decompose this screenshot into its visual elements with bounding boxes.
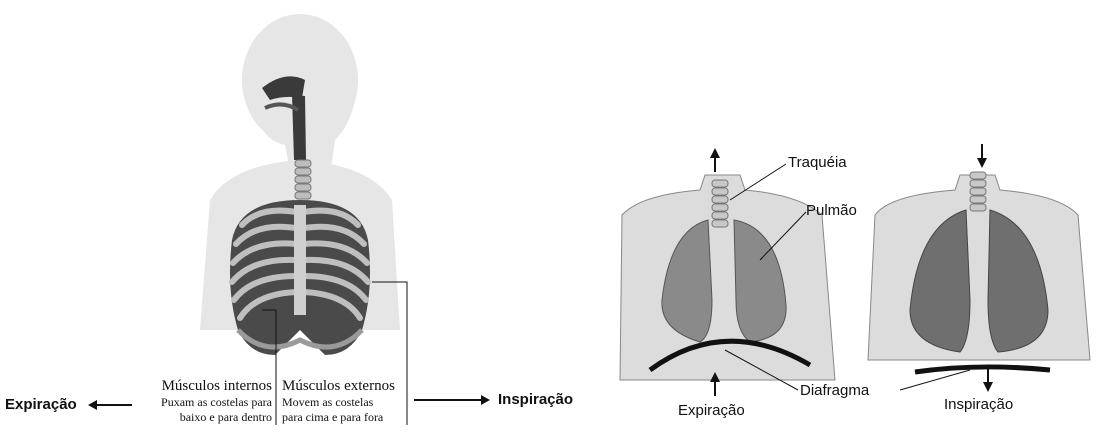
internal-muscles-title: Músculos internos bbox=[161, 378, 272, 395]
diaphragm-inspiration bbox=[915, 367, 1050, 372]
trachea-inspiration bbox=[970, 172, 986, 211]
internal-muscles-line2: baixo e para dentro bbox=[161, 410, 272, 425]
down-arrow-bottom-right bbox=[983, 368, 993, 392]
breathing-illustration bbox=[600, 120, 1096, 427]
torso-expiration bbox=[620, 175, 835, 380]
trachea-label: Traquéia bbox=[788, 154, 847, 171]
inspiration-label: Inspiração bbox=[498, 391, 573, 408]
rib-cage bbox=[230, 200, 370, 355]
external-muscles-line2: para cima e para fora bbox=[282, 410, 395, 425]
inspiration-arrow bbox=[414, 395, 490, 405]
internal-muscles-block: Músculos internos Puxam as costelas para… bbox=[161, 378, 272, 425]
breathing-figure: Traquéia Pulmão Diafragma Expiração Insp… bbox=[600, 120, 1096, 427]
expiration-label-right: Expiração bbox=[678, 402, 745, 419]
up-arrow-top-left bbox=[710, 148, 720, 172]
external-muscles-block: Músculos externos Movem as costelas para… bbox=[282, 378, 395, 425]
trachea bbox=[295, 160, 311, 199]
diaphragm-label: Diafragma bbox=[800, 382, 869, 399]
down-arrow-top-right bbox=[977, 144, 987, 168]
external-muscles-line1: Movem as costelas bbox=[282, 395, 395, 410]
lung-label: Pulmão bbox=[806, 202, 857, 219]
ribcage-illustration bbox=[0, 0, 560, 427]
inspiration-label-right: Inspiração bbox=[944, 396, 1013, 413]
torso-inspiration bbox=[868, 172, 1090, 372]
external-muscles-title: Músculos externos bbox=[282, 378, 395, 395]
expiration-arrow bbox=[88, 400, 132, 410]
expiration-label: Expiração bbox=[5, 396, 77, 413]
internal-muscles-line1: Puxam as costelas para bbox=[161, 395, 272, 410]
ribcage-figure: Expiração Inspiração Músculos internos P… bbox=[0, 0, 560, 427]
